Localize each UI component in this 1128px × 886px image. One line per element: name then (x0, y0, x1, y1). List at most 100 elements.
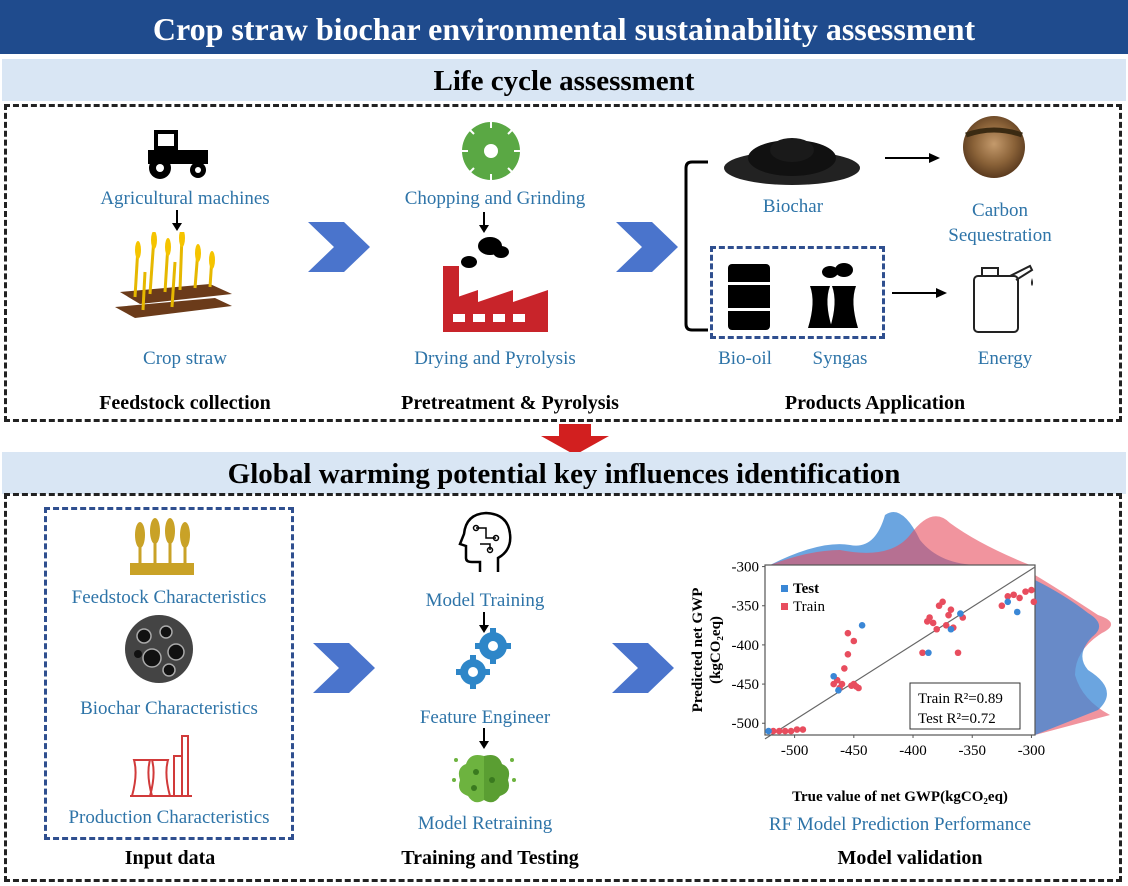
saw-blade-icon (462, 122, 520, 180)
y-tick-label: -300 (732, 560, 760, 576)
test-point (830, 672, 837, 680)
main-title: Crop straw biochar environmental sustain… (0, 0, 1128, 54)
model-retraining-label: Model Retraining (417, 813, 553, 834)
input-data-caption: Input data (124, 847, 216, 869)
identity-line (764, 566, 1036, 740)
train-point (781, 727, 789, 735)
x-tick-label: -450 (840, 743, 868, 759)
biochar-pile-icon (724, 138, 860, 185)
r2-box (909, 682, 1021, 730)
down-arrow-icon (479, 612, 489, 633)
products-application-caption: Products Application (784, 392, 966, 414)
feedstock-collection-caption: Feedstock collection (99, 392, 271, 414)
model-training-label: Model Training (425, 590, 545, 611)
chevron-right-icon (616, 222, 678, 272)
chevron-right-icon (313, 643, 375, 693)
x-tick-label: -300 (1018, 743, 1046, 759)
train-point (933, 625, 941, 633)
train-point (841, 665, 848, 672)
soil-icon (963, 116, 1025, 178)
barrel-icon (726, 264, 772, 330)
train-point (844, 629, 852, 637)
test-point (858, 622, 866, 629)
down-arrow-icon (479, 728, 489, 749)
production-characteristics-label: Production Characteristics (68, 807, 270, 828)
test-point (835, 687, 842, 694)
train-point (926, 614, 933, 621)
train-point (844, 651, 852, 658)
train-point (945, 611, 952, 619)
train-r2-text: Train R²=0.89 (918, 691, 1003, 707)
smoke-icon (461, 237, 509, 268)
lca-heading: Life cycle assessment (2, 59, 1126, 101)
chevron-right-icon (308, 222, 370, 272)
pretreatment-pyrolysis-caption: Pretreatment & Pyrolysis (401, 392, 619, 414)
gears-icon (456, 628, 511, 689)
chevron-right-icon (612, 643, 674, 693)
arrow-right-icon (892, 288, 947, 298)
y-axis-label-line2: (kgCO₂eq) (708, 616, 724, 684)
test-point (765, 727, 772, 735)
train-point (769, 727, 777, 735)
train-point (1028, 586, 1035, 594)
train-point (850, 637, 858, 645)
train-point (939, 598, 946, 606)
train-point (1010, 591, 1017, 599)
train-point (838, 680, 846, 688)
train-point (855, 684, 862, 692)
rf-performance-label: RF Model Prediction Performance (768, 814, 1032, 835)
down-arrow-icon (541, 424, 609, 455)
train-point (775, 727, 783, 735)
crop-straw-label: Crop straw (143, 348, 227, 369)
feature-engineer-label: Feature Engineer (419, 707, 551, 728)
factory-icon (443, 266, 548, 332)
bio-oil-label: Bio-oil (718, 348, 772, 369)
agricultural-machines-label: Agricultural machines (100, 188, 270, 209)
train-point (1030, 598, 1038, 606)
carbon-sequestration-label: Carbon Sequestration (948, 200, 1052, 246)
y-tick-label: -350 (732, 599, 760, 615)
legend-test-swatch (781, 585, 788, 592)
test-point (925, 649, 932, 657)
train-point (1022, 588, 1029, 595)
legend-train-swatch (781, 603, 788, 610)
down-arrow-icon (172, 210, 182, 231)
train-point (919, 649, 926, 657)
train-point (1016, 594, 1023, 602)
model-validation-caption: Model validation (837, 847, 983, 869)
brain-icon (452, 755, 516, 803)
test-point (1004, 598, 1012, 606)
legend-test-label: Test (793, 581, 819, 597)
train-point (793, 726, 801, 733)
byproducts-box (710, 246, 885, 339)
train-point (929, 619, 937, 627)
down-arrow-icon (479, 212, 489, 233)
chopping-grinding-label: Chopping and Grinding (404, 188, 586, 209)
training-testing-caption: Training and Testing (401, 847, 579, 869)
fuel-can-icon (973, 264, 1034, 333)
syngas-label: Syngas (812, 348, 868, 369)
arrow-right-icon (885, 153, 940, 163)
y-axis-label: Predicted net GWP (kgCO₂eq) (690, 588, 724, 713)
train-point (799, 726, 807, 733)
bracket-icon (684, 160, 708, 332)
gwp-panel (4, 493, 1122, 882)
y-tick-label: -500 (732, 716, 760, 732)
energy-label: Energy (977, 348, 1033, 369)
train-point (1004, 593, 1012, 600)
train-point (954, 649, 962, 657)
input-data-box (44, 507, 294, 840)
lca-panel (4, 104, 1122, 422)
biochar-characteristics-label: Biochar Characteristics (80, 698, 258, 719)
right-density-test (1035, 580, 1107, 735)
test-point (1013, 608, 1021, 616)
x-tick-label: -350 (958, 743, 986, 759)
tractor-icon (148, 130, 208, 179)
x-axis-label: True value of net GWP(kgCO₂eq) (792, 789, 1008, 805)
wheat-icon (130, 518, 194, 575)
train-point (942, 622, 950, 629)
power-plant-icon (130, 735, 192, 797)
test-point (947, 625, 955, 633)
y-tick-label: -450 (732, 677, 760, 693)
biochar-microscopy-icon (125, 615, 193, 683)
